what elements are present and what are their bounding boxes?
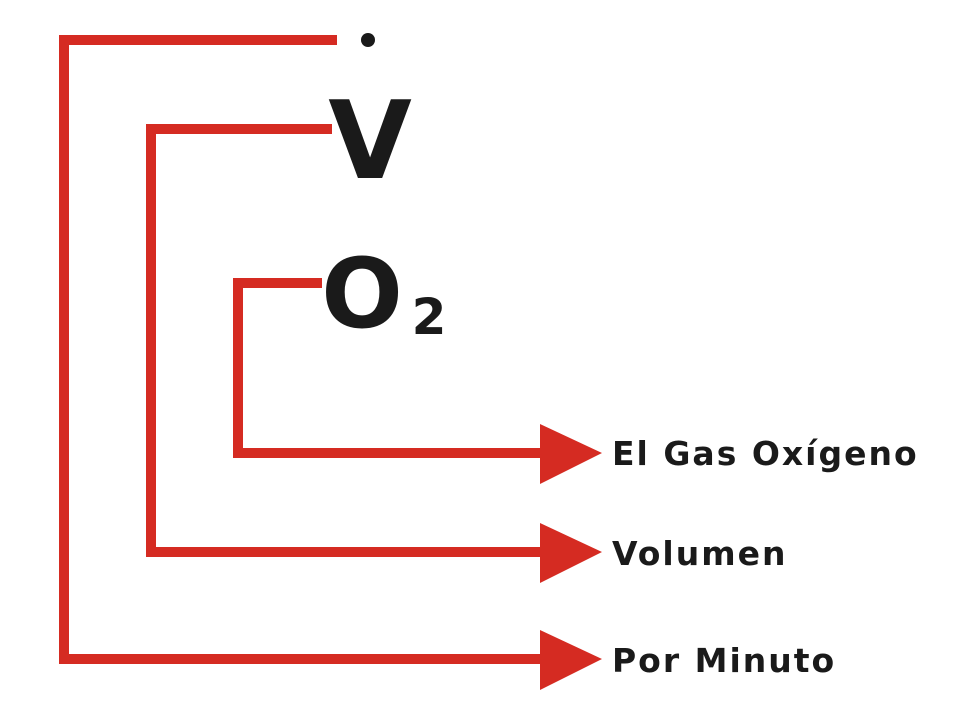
symbol-v: V xyxy=(328,79,412,204)
label-volume: Volumen xyxy=(612,534,787,573)
symbol-subscript: 2 xyxy=(412,288,447,346)
arrow-volume-icon xyxy=(540,523,602,583)
symbol-o: O xyxy=(321,238,403,350)
arrow-per-minute-icon xyxy=(540,630,602,690)
label-gas: El Gas Oxígeno xyxy=(612,434,919,473)
bracket-gas xyxy=(233,278,548,458)
bracket-volume xyxy=(146,124,548,557)
label-per-minute: Por Minuto xyxy=(612,641,836,680)
dot-over-v-icon xyxy=(361,33,375,47)
arrow-gas-icon xyxy=(540,424,602,484)
bracket-per-minute xyxy=(59,35,548,664)
